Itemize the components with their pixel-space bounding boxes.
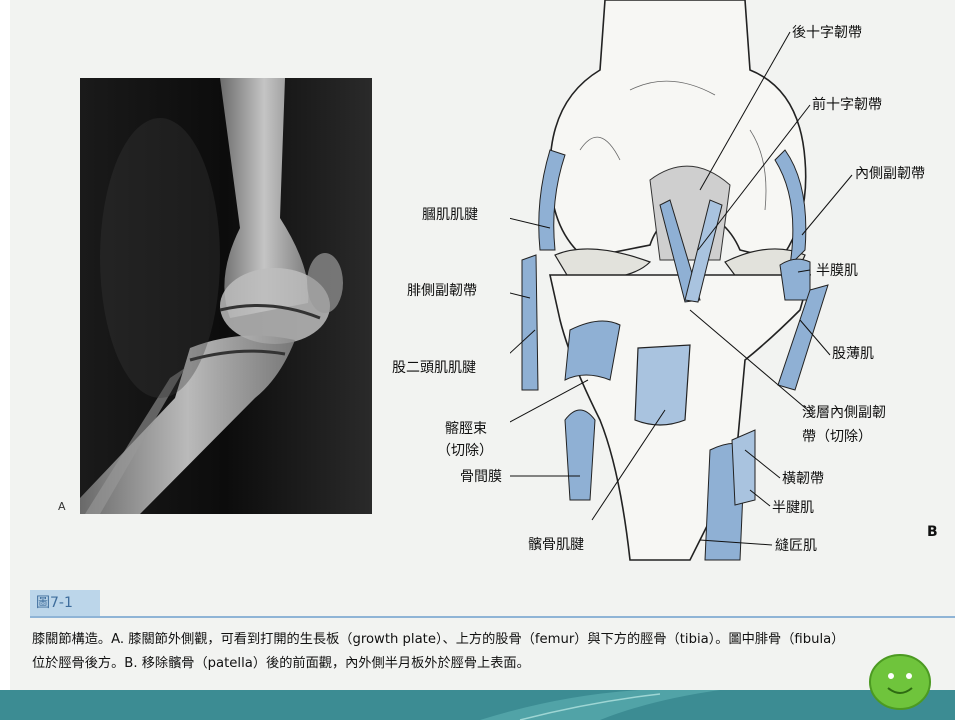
caption-line-2: 位於脛骨後方。B. 移除髕骨（patella）後的前面觀，內外側半月板外於脛骨上… <box>32 652 530 671</box>
bottom-decorative-bar <box>0 690 955 720</box>
label-interosseous-membrane: 骨間膜 <box>460 468 502 486</box>
label-anterior-cruciate: 前十字韌帶 <box>812 96 882 114</box>
label-superficial-mcl-line1: 淺層內側副韌 <box>802 404 886 422</box>
label-posterior-cruciate: 後十字韌帶 <box>792 24 862 42</box>
caption-divider <box>30 616 955 618</box>
label-popliteus-tendon: 膕肌肌腱 <box>422 206 478 224</box>
label-gracilis: 股薄肌 <box>832 345 874 363</box>
label-sartorius: 縫匠肌 <box>775 537 817 555</box>
label-superficial-mcl-line2: 帶（切除） <box>802 428 872 446</box>
label-transverse-ligament: 橫韌帶 <box>782 470 824 488</box>
label-medial-collateral: 內側副韌帶 <box>855 165 925 183</box>
label-patellar-tendon: 髕骨肌腱 <box>528 536 584 554</box>
panel-a-label: A <box>58 500 66 513</box>
knee-xray-image <box>80 78 372 514</box>
caption-line-1: 膝關節構造。A. 膝關節外側觀，可看到打開的生長板（growth plate）、… <box>32 628 844 647</box>
panel-b-label: B <box>927 524 938 540</box>
label-iliotibial-line1: 髂脛束 <box>445 420 487 438</box>
knee-anatomy-diagram <box>510 0 890 580</box>
label-biceps-femoris-tendon: 股二頭肌肌腱 <box>392 359 476 377</box>
scanned-textbook-page: A <box>10 0 955 690</box>
label-semimembranosus: 半膜肌 <box>816 262 858 280</box>
label-semitendinosus: 半腱肌 <box>772 499 814 517</box>
label-iliotibial-line2: （切除） <box>437 442 493 460</box>
label-fibular-collateral: 腓側副韌帶 <box>407 282 477 300</box>
smiley-face-icon <box>868 652 932 712</box>
figure-number: 圖7-1 <box>30 590 100 616</box>
